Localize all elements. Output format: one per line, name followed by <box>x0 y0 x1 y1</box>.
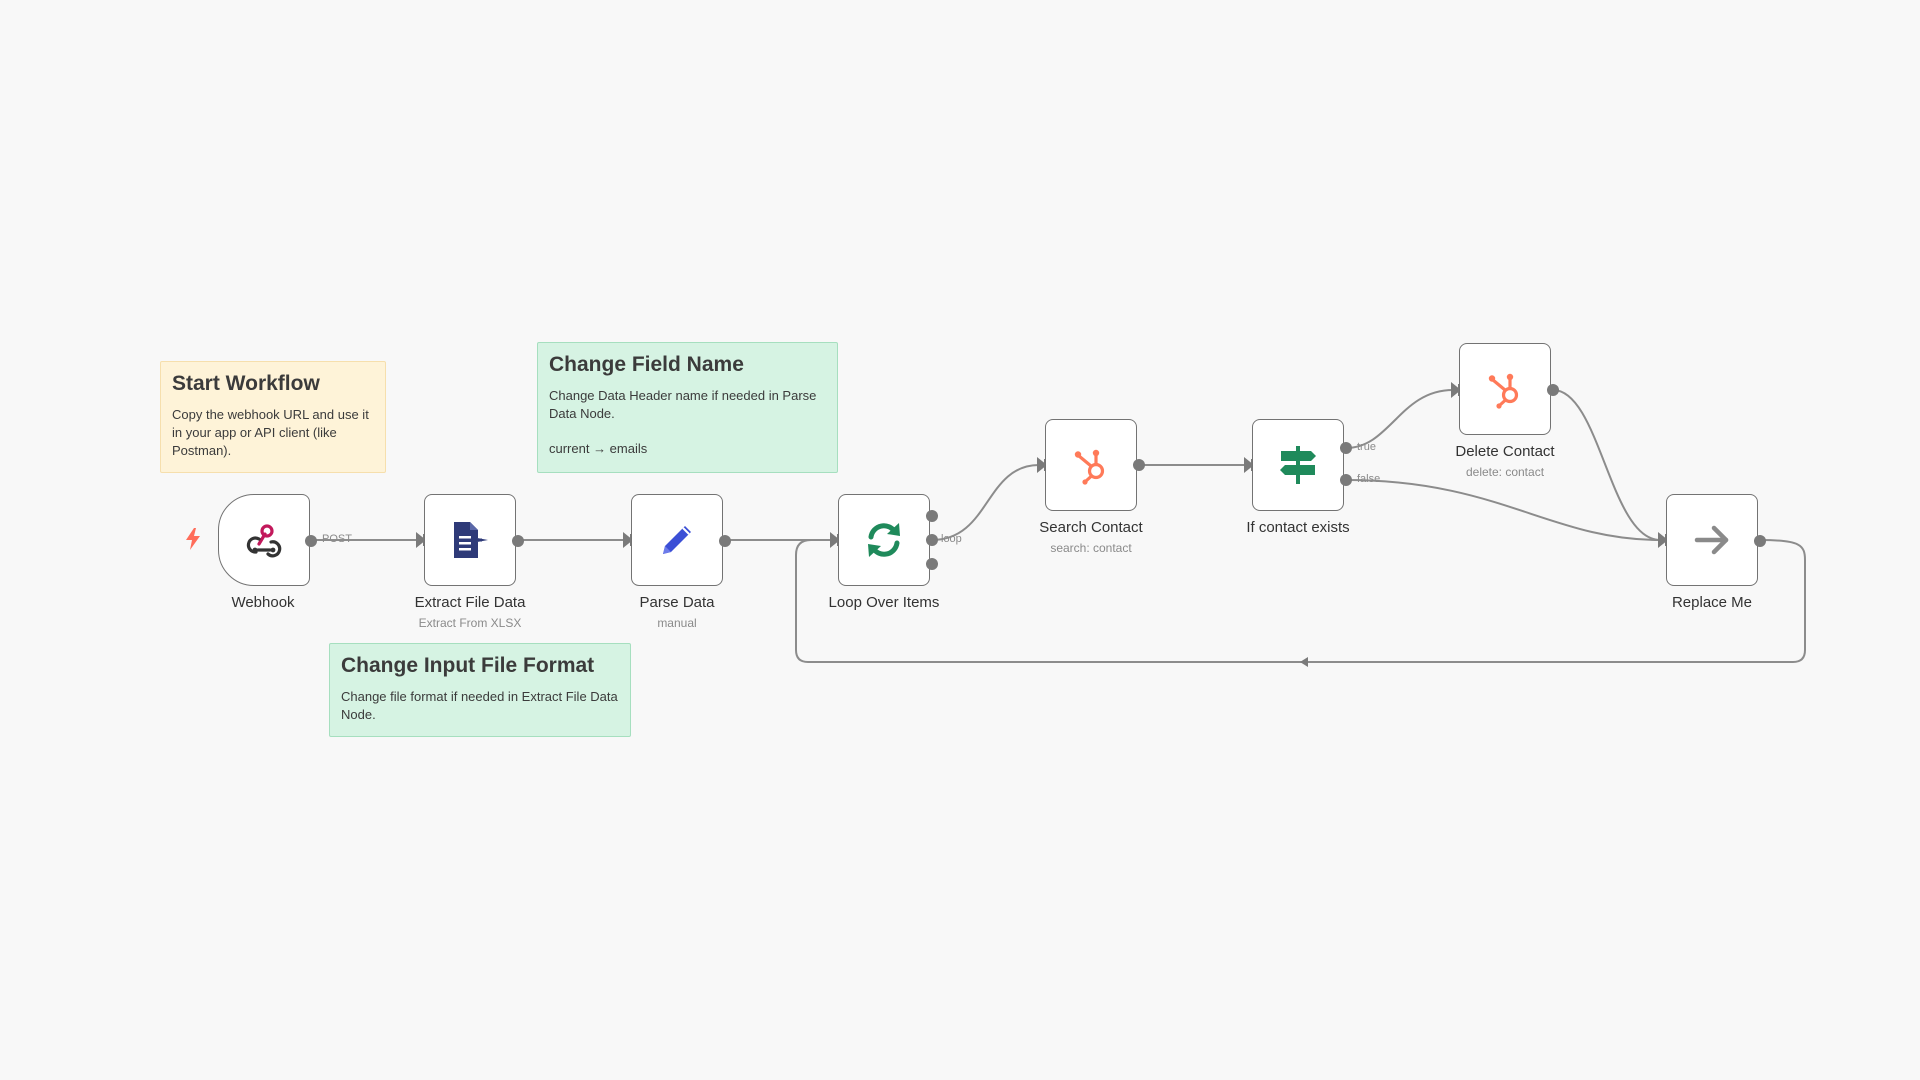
hubspot-icon <box>1485 369 1525 409</box>
output-handle-loop-extra[interactable] <box>925 557 939 576</box>
sticky-change-input-file-format[interactable]: Change Input File Format Change file for… <box>329 643 631 737</box>
loop-back-arrow-icon <box>1300 657 1308 667</box>
trigger-bolt-icon <box>186 528 200 555</box>
node-subtitle-delete: delete: contact <box>1465 465 1545 479</box>
node-subtitle-search: search: contact <box>1050 541 1132 555</box>
sticky-body: Copy the webhook URL and use it in your … <box>172 407 369 458</box>
sticky-title: Change Input File Format <box>341 654 595 677</box>
output-handle-if-false[interactable] <box>1339 473 1353 492</box>
signpost-icon <box>1277 444 1319 486</box>
hubspot-icon <box>1071 445 1111 485</box>
edge-label-loop: loop <box>941 533 962 545</box>
node-loop-over-items[interactable] <box>838 494 930 586</box>
edge-label-post: POST <box>322 533 352 545</box>
output-handle-parse[interactable] <box>718 534 732 553</box>
edge-label-true: true <box>1357 441 1376 453</box>
node-label-if: If contact exists <box>1246 519 1350 536</box>
node-label-replace: Replace Me <box>1671 594 1753 611</box>
node-if-contact-exists[interactable] <box>1252 419 1344 511</box>
node-label-delete: Delete Contact <box>1455 443 1555 460</box>
node-subtitle-parse: manual <box>657 616 697 630</box>
sticky-body-mapping: current → emails <box>549 441 648 456</box>
sticky-title: Change Field Name <box>549 353 744 376</box>
node-extract-file-data[interactable] <box>424 494 516 586</box>
node-search-contact[interactable] <box>1045 419 1137 511</box>
output-handle-loop[interactable] <box>925 533 939 552</box>
sticky-start-workflow[interactable]: Start Workflow Copy the webhook URL and … <box>160 361 386 473</box>
edge-replace-loop-back <box>795 539 1806 663</box>
file-export-icon <box>450 520 490 560</box>
sticky-body: Change Data Header name if needed in Par… <box>549 388 817 421</box>
node-webhook[interactable] <box>218 494 310 586</box>
output-handle-loop-done[interactable] <box>925 509 939 528</box>
node-subtitle-extract: Extract From XLSX <box>418 616 522 630</box>
node-replace-me[interactable] <box>1666 494 1758 586</box>
node-label-parse: Parse Data <box>639 594 715 611</box>
sticky-title: Start Workflow <box>172 372 320 395</box>
output-handle-delete[interactable] <box>1546 383 1560 402</box>
node-label-webhook: Webhook <box>231 594 295 611</box>
pencil-icon <box>657 520 697 560</box>
edge-if-false-replace <box>1345 479 1661 541</box>
edge-label-false: false <box>1357 473 1381 485</box>
node-label-extract: Extract File Data <box>414 594 526 611</box>
sync-icon <box>863 519 905 561</box>
node-label-loop: Loop Over Items <box>828 594 940 611</box>
node-label-search: Search Contact <box>1039 519 1143 536</box>
edge-loop-search <box>931 464 1040 541</box>
output-handle-search[interactable] <box>1132 458 1146 477</box>
output-handle-webhook[interactable] <box>304 534 318 553</box>
sticky-change-field-name[interactable]: Change Field Name Change Data Header nam… <box>537 342 838 473</box>
webhook-icon <box>246 522 282 558</box>
output-handle-extract[interactable] <box>511 534 525 553</box>
sticky-body: Change file format if needed in Extract … <box>341 689 618 722</box>
edge-if-true-delete <box>1345 389 1454 449</box>
edge-delete-replace <box>1552 389 1661 541</box>
arrow-right-icon <box>1693 521 1731 559</box>
node-delete-contact[interactable] <box>1459 343 1551 435</box>
output-handle-if-true[interactable] <box>1339 441 1353 460</box>
output-handle-replace[interactable] <box>1753 534 1767 553</box>
node-parse-data[interactable] <box>631 494 723 586</box>
